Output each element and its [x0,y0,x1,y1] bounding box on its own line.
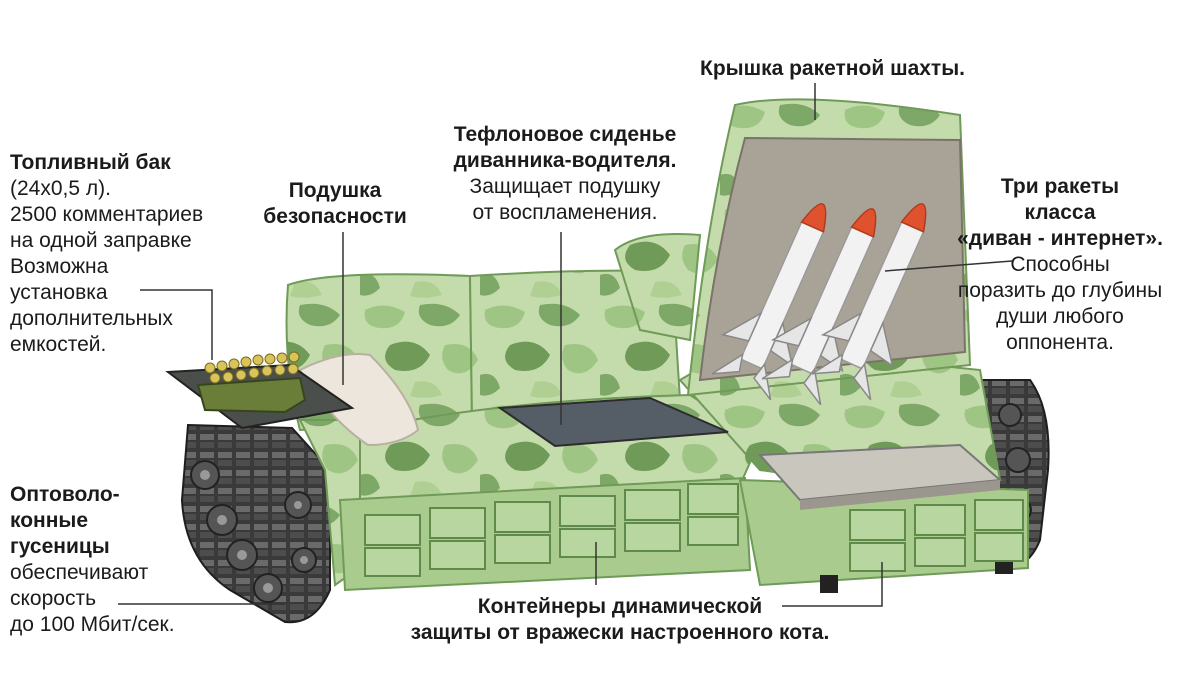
three-missiles-title: Три ракеты [1000,175,1120,198]
rockets [711,203,927,406]
three-missiles-title: «диван - интернет». [957,227,1163,250]
fiber-tracks-title: конные [10,509,89,532]
fiber-tracks-title: гусеницы [10,535,110,558]
three-missiles-line: души любого [996,305,1124,328]
fuel-tank-line: (24х0,5 л). [10,177,111,200]
fuel-tank-line: емкостей. [10,333,107,356]
rocket-2 [761,208,877,406]
containers-title: Контейнеры динамической [477,595,763,618]
safety-cushion-title: безопасности [263,205,407,228]
fuel-tank-line: дополнительных [10,307,173,330]
three-missiles-title: класса [1024,201,1096,224]
bottle-caps [204,351,300,384]
fuel-tank-line: на одной заправке [10,229,192,252]
fiber-tracks-line: до 100 Мбит/сек. [10,613,175,636]
left-track [180,423,331,624]
rocket-3 [811,203,927,401]
fuel-tank-tray [165,351,355,430]
containers-label: Контейнеры динамической защиты от вражес… [370,594,870,646]
missile-lid-label: Крышка ракетной шахты. [700,56,965,82]
fiber-tracks-title: Оптоволо- [10,483,120,506]
teflon-seat-line: от воспламенения. [472,201,658,224]
safety-pillow [298,353,420,447]
armor-containers [364,483,1024,577]
three-missiles-line: Способны [1010,253,1110,276]
rocket-1 [711,203,827,401]
fuel-tank-line: 2500 комментариев [10,203,204,226]
three-missiles-line: оппонента. [1006,331,1114,354]
fuel-tank-leader [140,289,213,360]
leader-lines [118,83,1013,607]
safety-cushion-title: Подушка [288,179,382,202]
teflon-seat-label: Тефлоновое сиденье диванника-водителя. З… [430,122,700,226]
fiber-tracks-label: Оптоволо- конные гусеницы обеспечивают с… [10,482,175,638]
fuel-tank-label: Топливный бак (24х0,5 л). 2500 комментар… [10,150,203,358]
teflon-seat-title: диванника-водителя. [453,149,677,172]
containers-title: защиты от вражески настроенного кота. [410,621,830,644]
fuel-tank-line: Возможна [10,255,109,278]
three-missiles-label: Три ракеты класса «диван - интернет». Сп… [930,174,1190,356]
teflon-seat-line: Защищает подушку [469,175,661,198]
fuel-tank-line: установка [10,281,108,304]
missiles-leader [884,260,1013,272]
safety-cushion-label: Подушка безопасности [250,178,420,230]
containers-leader-2 [782,562,883,607]
fiber-tracks-line: скорость [10,587,97,610]
fiber-tracks-line: обеспечивают [10,561,149,584]
missile-lid-title: Крышка ракетной шахты. [700,57,965,80]
teflon-seat-panel [497,396,729,448]
fuel-tank-title: Топливный бак [10,151,171,174]
three-missiles-line: поразить до глубины [957,279,1163,302]
teflon-seat-title: Тефлоновое сиденье [453,123,677,146]
missile-silo [757,443,1003,510]
